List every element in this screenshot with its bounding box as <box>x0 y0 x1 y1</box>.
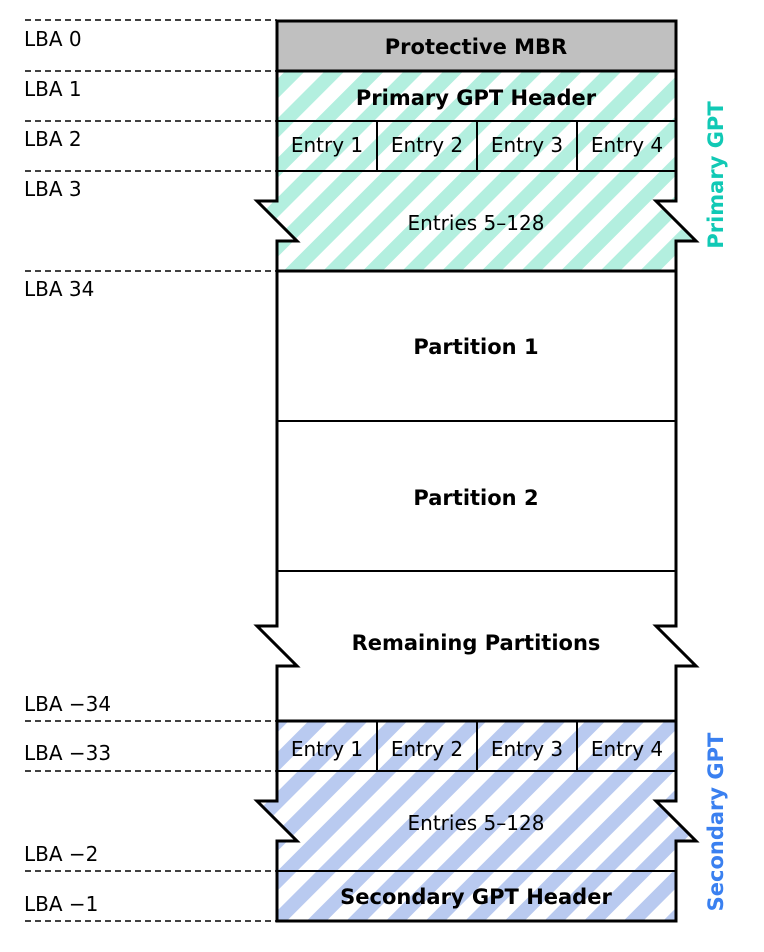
secondary-entry-2: Entry 2 <box>391 737 463 761</box>
secondary-entries-rest-label: Entries 5–128 <box>408 811 545 835</box>
primary-entries-rest-label: Entries 5–128 <box>408 211 545 235</box>
partition-1-label: Partition 1 <box>413 335 538 359</box>
lba-neg1-label: LBA −1 <box>24 892 98 916</box>
secondary-gpt-side-label: Secondary GPT <box>704 732 728 911</box>
secondary-entry-3: Entry 3 <box>491 737 563 761</box>
lba-neg2-label: LBA −2 <box>24 842 98 866</box>
secondary-entry-1: Entry 1 <box>291 737 363 761</box>
primary-entry-2: Entry 2 <box>391 133 463 157</box>
lba-3-label: LBA 3 <box>24 177 82 201</box>
lba-0-label: LBA 0 <box>24 27 82 51</box>
protective-mbr-block <box>277 21 676 71</box>
protective-mbr-label: Protective MBR <box>385 35 567 59</box>
primary-entry-1: Entry 1 <box>291 133 363 157</box>
remaining-partitions-label: Remaining Partitions <box>352 631 601 655</box>
lba-guide-lines <box>25 19 277 922</box>
primary-entry-3: Entry 3 <box>491 133 563 157</box>
lba-2-label: LBA 2 <box>24 127 82 151</box>
partition-2-label: Partition 2 <box>413 486 538 510</box>
lba-34-label: LBA 34 <box>24 277 94 301</box>
primary-gpt-side-label: Primary GPT <box>704 101 728 249</box>
lba-neg33-label: LBA −33 <box>24 741 111 765</box>
lba-neg34-label: LBA −34 <box>24 692 111 716</box>
lba-1-label: LBA 1 <box>24 77 82 101</box>
primary-entry-4: Entry 4 <box>591 133 663 157</box>
lba-labels: LBA 0 LBA 1 LBA 2 LBA 3 LBA 34 LBA −34 L… <box>24 27 111 916</box>
secondary-entry-4: Entry 4 <box>591 737 663 761</box>
disk-outline <box>253 19 700 923</box>
secondary-gpt-header-label: Secondary GPT Header <box>340 885 612 909</box>
primary-gpt-header-label: Primary GPT Header <box>356 86 597 110</box>
